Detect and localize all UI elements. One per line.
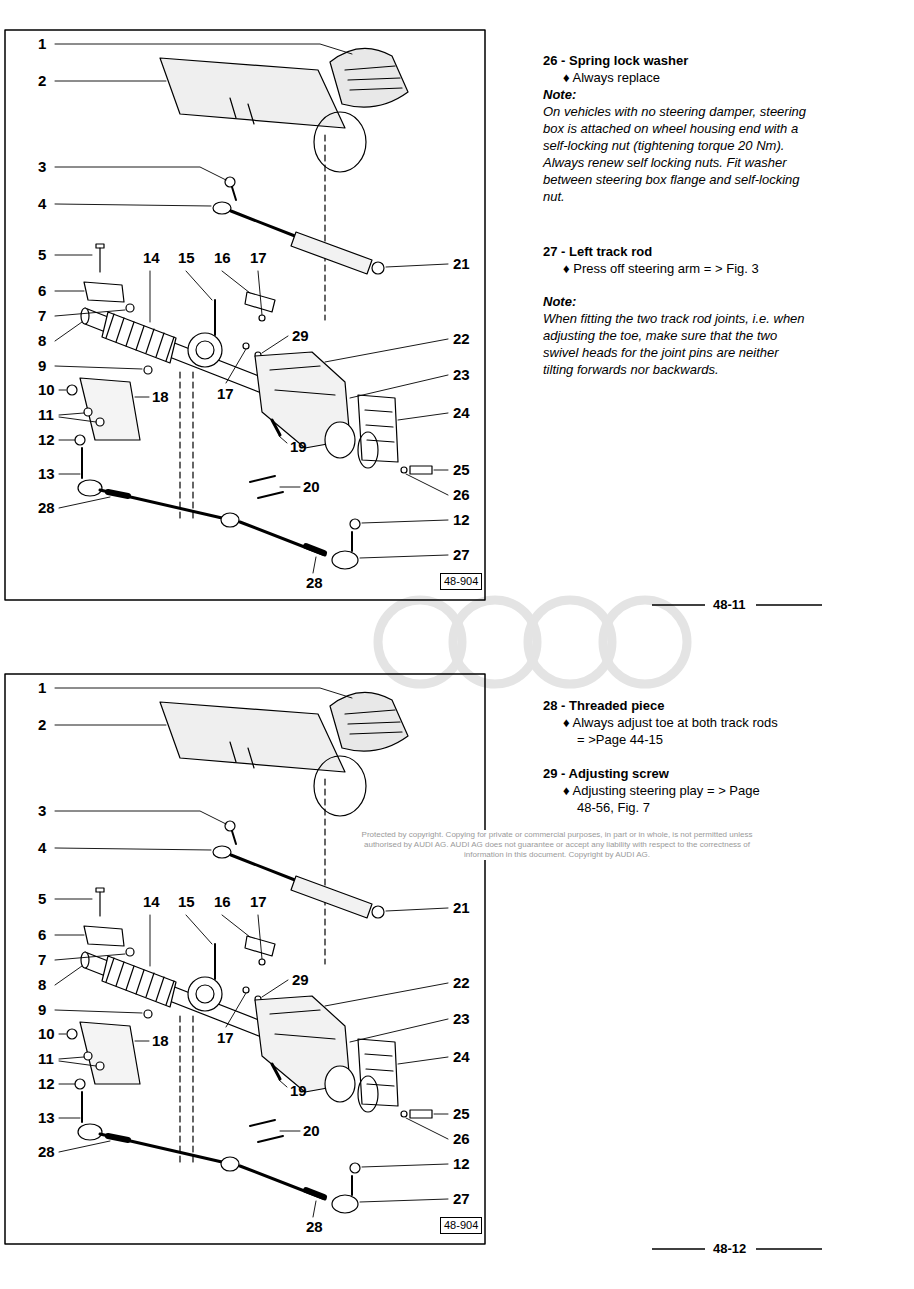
figure-number: 48-904 [444,575,478,587]
callout-number: 9 [38,1001,46,1019]
callout-number: 28 [38,1143,55,1161]
callout-number: 7 [38,951,46,969]
callout-number: 7 [38,307,46,325]
callout-number: 12 [38,431,55,449]
item-heading: 28 - Threaded piece [543,697,823,714]
callout-number: 1 [38,35,46,53]
callout-number: 29 [292,971,309,989]
callout-number: 4 [38,839,46,857]
callout-number: 11 [38,406,54,424]
callout-number: 28 [306,1218,323,1236]
callout-number: 1 [38,679,46,697]
callout-number: 4 [38,195,46,213]
callout-number: 6 [38,926,46,944]
page-number: 48-11 [711,597,748,613]
callout-number: 2 [38,72,46,90]
steering-rack-figure [5,674,485,1244]
figure-number: 48-904 [444,1219,478,1231]
callout-number: 14 [143,893,160,911]
callout-number: 6 [38,282,46,300]
logo-watermark [378,600,687,684]
callout-number: 28 [306,574,323,592]
item-heading: 27 - Left track rod [543,243,823,260]
callout-number: 13 [38,465,55,483]
callout-number: 17 [217,1029,234,1047]
callout-number: 17 [250,249,267,267]
note-heading: Note: [543,86,803,103]
callout-number: 18 [152,1032,169,1050]
callout-number: 12 [453,511,470,529]
callout-number: 27 [453,546,470,564]
callout-number: 26 [453,486,470,504]
callout-number: 10 [38,381,55,399]
callout-number: 22 [453,330,470,348]
callout-number: 2 [38,716,46,734]
callout-number: 23 [453,366,470,384]
callout-number: 29 [292,327,309,345]
callout-number: 12 [38,1075,55,1093]
callout-number: 10 [38,1025,55,1043]
steering-rack-figure [5,30,485,600]
callout-number: 15 [178,893,195,911]
callout-number: 16 [214,893,231,911]
callout-number: 16 [214,249,231,267]
callout-number: 20 [303,1122,320,1140]
callout-number: 14 [143,249,160,267]
callout-number: 18 [152,388,169,406]
callout-number: 19 [290,438,307,456]
callout-number: 17 [250,893,267,911]
note-text: When fitting the two track rod joints, i… [543,310,808,378]
callout-number: 27 [453,1190,470,1208]
callout-number: 21 [453,255,470,273]
callout-number: 3 [38,802,46,820]
callout-number: 9 [38,357,46,375]
callout-number: 3 [38,158,46,176]
callout-number: 24 [453,404,470,422]
page-rule [652,605,822,1249]
callout-number: 13 [38,1109,55,1127]
callout-number: 23 [453,1010,470,1028]
bullet-text: ♦ Adjusting steering play = > Page 48-56… [563,782,778,816]
bullet-text: ♦ Always adjust toe at both track rods =… [563,714,778,748]
callout-number: 8 [38,332,46,350]
page-number: 48-12 [711,1241,748,1257]
callout-number: 15 [178,249,195,267]
callout-number: 5 [38,890,46,908]
figure-number-box: 48-904 [440,1217,482,1234]
callout-number: 26 [453,1130,470,1148]
note-heading: Note: [543,293,803,310]
callout-number: 25 [453,1105,470,1123]
callout-number: 8 [38,976,46,994]
figure-number-box: 48-904 [440,573,482,590]
callout-number: 17 [217,385,234,403]
item-heading: 29 - Adjusting screw [543,765,823,782]
callout-number: 12 [453,1155,470,1173]
copyright-watermark: Protected by copyright. Copying for priv… [352,830,762,860]
bullet-text: ♦ Press off steering arm = > Fig. 3 [563,260,788,277]
bullet-text: ♦ Always replace [563,69,823,86]
callout-number: 24 [453,1048,470,1066]
callout-number: 28 [38,499,55,517]
callout-number: 11 [38,1050,54,1068]
callout-number: 19 [290,1082,307,1100]
callout-number: 22 [453,974,470,992]
item-heading: 26 - Spring lock washer [543,52,823,69]
callout-number: 5 [38,246,46,264]
note-text: On vehicles with no steering damper, ste… [543,103,808,205]
callout-number: 25 [453,461,470,479]
callout-number: 21 [453,899,470,917]
callout-number: 20 [303,478,320,496]
